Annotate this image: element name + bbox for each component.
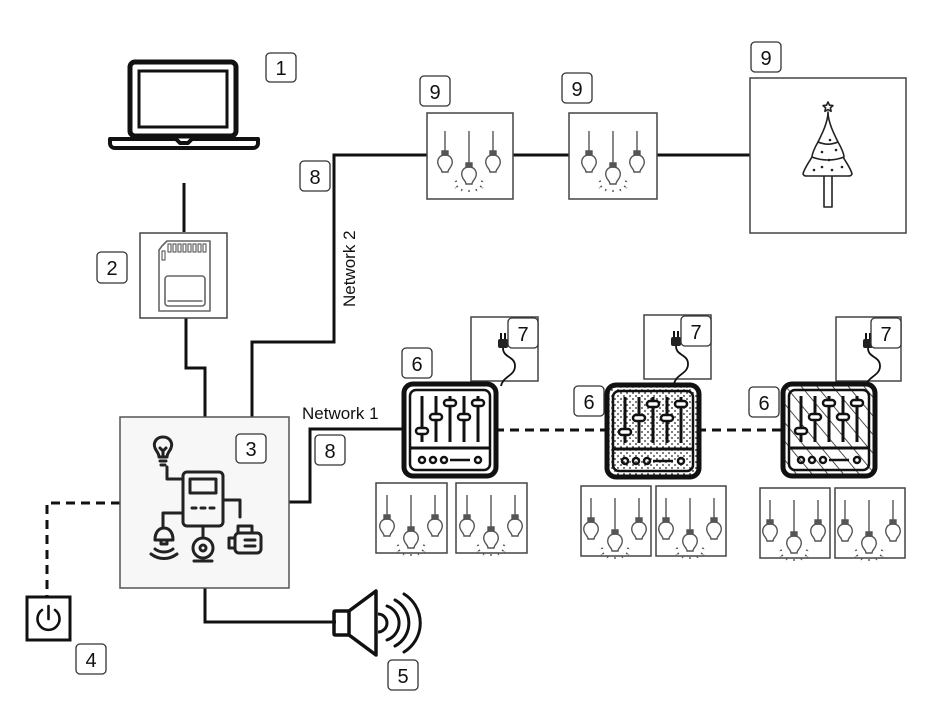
light-string-a1 [375, 482, 448, 558]
wire-controller-power [45, 501, 120, 597]
mixer-b [607, 385, 699, 477]
controller-hub-icon [149, 435, 263, 563]
badge-laptop: 1 [265, 52, 297, 83]
badge-power: 4 [75, 643, 107, 675]
svg-text:9: 9 [429, 82, 440, 104]
badge-lights-b: 9 [561, 72, 593, 104]
badge-sd-card: 2 [96, 251, 128, 284]
wire-network2 [250, 153, 427, 417]
svg-text:6: 6 [583, 392, 594, 414]
svg-text:8: 8 [324, 441, 335, 463]
svg-text:7: 7 [517, 324, 528, 346]
badge-tree: 9 [750, 41, 782, 73]
badge-plug-a: 7 [507, 317, 539, 349]
light-string-b [568, 112, 658, 200]
badge-network2-link: 8 [299, 160, 331, 192]
network2-label: Network 2 [340, 230, 359, 307]
light-string-b1 [580, 485, 652, 561]
mixer-a [404, 384, 496, 476]
svg-text:8: 8 [309, 167, 320, 189]
svg-text:4: 4 [85, 650, 96, 672]
power-icon [36, 604, 61, 632]
christmas-tree-box [749, 77, 907, 234]
light-string-b2 [655, 485, 727, 561]
svg-text:7: 7 [690, 322, 701, 344]
badge-mixer-b: 6 [573, 385, 605, 417]
wire-controller-speaker [203, 588, 336, 624]
mixer-c [783, 384, 875, 476]
badge-network1-link: 8 [314, 434, 346, 466]
badge-mixer-c: 6 [748, 386, 780, 418]
badge-lights-a: 9 [419, 75, 451, 107]
wire-network1 [289, 427, 404, 504]
badge-controller: 3 [235, 433, 267, 464]
badge-mixer-a: 6 [401, 347, 433, 379]
svg-text:5: 5 [397, 666, 408, 688]
svg-text:6: 6 [411, 354, 422, 376]
svg-text:6: 6 [758, 393, 769, 415]
laptop-icon [108, 59, 260, 150]
svg-text:3: 3 [245, 439, 256, 461]
svg-text:7: 7 [880, 324, 891, 346]
light-string-a2 [455, 482, 528, 558]
light-string-a [426, 112, 514, 200]
svg-text:1: 1 [275, 58, 286, 80]
sd-card-icon [158, 240, 211, 312]
light-string-c1 [759, 487, 831, 563]
svg-text:2: 2 [106, 258, 117, 280]
badge-plug-c: 7 [870, 317, 902, 349]
wire-sdcard-controller [184, 318, 207, 417]
light-string-c2 [834, 487, 906, 563]
badge-speaker: 5 [387, 659, 419, 691]
network1-label: Network 1 [302, 404, 379, 423]
christmas-tree-icon [802, 101, 853, 208]
svg-text:9: 9 [760, 48, 771, 70]
badge-plug-b: 7 [680, 315, 712, 347]
power-button[interactable] [25, 595, 72, 642]
speaker-icon [332, 589, 422, 657]
svg-text:9: 9 [571, 79, 582, 101]
